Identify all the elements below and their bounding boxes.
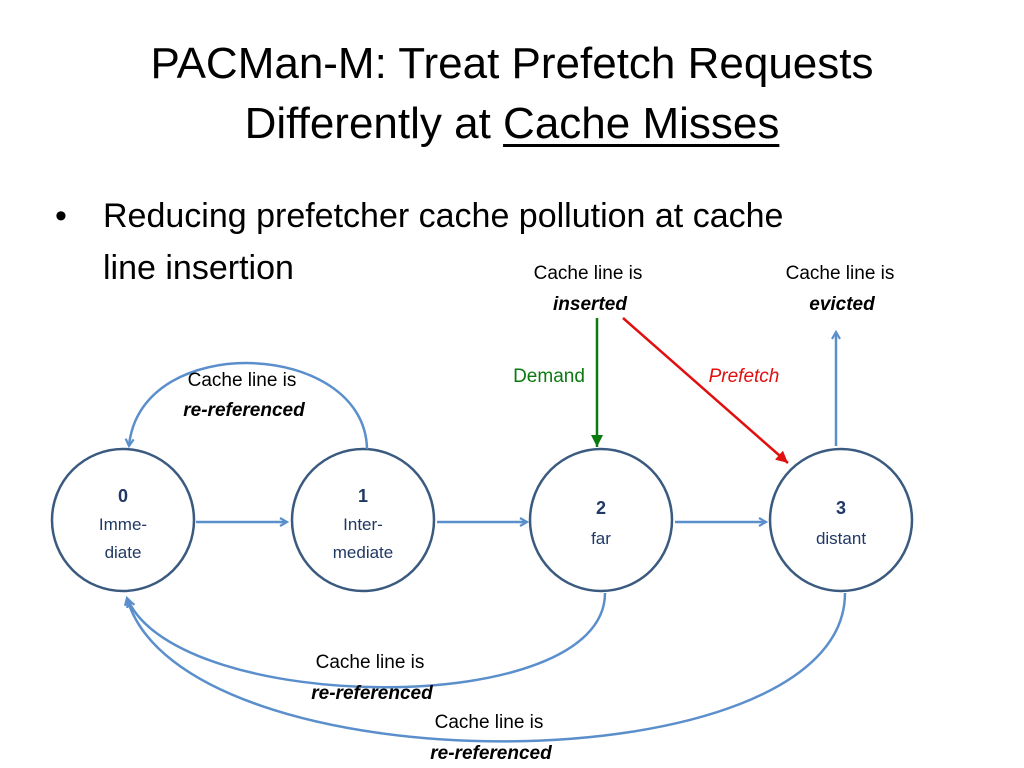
state-3: 3 distant <box>768 447 914 593</box>
state-0-label-line-1: Imme- <box>99 515 147 534</box>
label-prefetch: Prefetch <box>709 366 780 387</box>
label-evicted-line-1: Cache line is <box>786 263 895 284</box>
label-reref-top-line-1: Cache line is <box>188 370 297 391</box>
title-underlined-term: Cache Misses <box>503 99 780 148</box>
label-reref-mid-line-1: Cache line is <box>316 652 425 673</box>
state-3-label-line-1: distant <box>816 529 866 548</box>
arrow-prefetch-insert <box>622 317 789 464</box>
label-reref-bottom: Cache line is re-referenced <box>430 712 552 764</box>
state-2-id: 2 <box>596 498 606 518</box>
arrow-1-to-0-reref <box>129 361 369 450</box>
bullet-text-line-1: Reducing prefetcher cache pollution at c… <box>103 197 784 235</box>
state-2: 2 far <box>528 447 674 593</box>
label-inserted-line-2: inserted <box>553 294 627 315</box>
state-0-circle <box>50 447 196 593</box>
title-line-2: Differently at Cache Misses <box>0 94 1024 154</box>
label-reref-bottom-line-1: Cache line is <box>435 712 544 733</box>
state-1-circle <box>290 447 436 593</box>
bullet-text: Reducing prefetcher cache pollution at c… <box>103 190 943 294</box>
label-evicted-line-2: evicted <box>809 294 875 315</box>
state-0-label-line-2: diate <box>105 543 142 562</box>
state-2-label-line-1: far <box>591 529 611 548</box>
state-3-circle <box>768 447 914 593</box>
state-1-label-line-1: Inter- <box>343 515 383 534</box>
label-reref-bottom-line-2: re-referenced <box>430 743 552 764</box>
label-reref-mid-line-2: re-referenced <box>311 683 433 704</box>
label-demand: Demand <box>513 366 585 387</box>
state-0: 0 Imme- diate <box>50 447 196 593</box>
label-evicted: Cache line is evicted <box>786 263 895 315</box>
title-line-2-prefix: Differently at <box>244 99 504 148</box>
state-1-id: 1 <box>358 486 368 506</box>
title-line-1: PACMan-M: Treat Prefetch Requests <box>150 39 874 88</box>
state-3-id: 3 <box>836 498 846 518</box>
label-inserted: Cache line is inserted <box>534 263 643 315</box>
arrow-2-to-0-reref <box>128 592 607 689</box>
bullet-marker: • <box>55 197 67 235</box>
label-reref-top-line-2: re-referenced <box>183 400 305 421</box>
bullet-text-line-2: line insertion <box>103 249 294 287</box>
state-1: 1 Inter- mediate <box>290 447 436 593</box>
label-reref-top: Cache line is re-referenced <box>183 370 305 421</box>
state-1-label-line-2: mediate <box>333 543 393 562</box>
state-2-circle <box>528 447 674 593</box>
label-inserted-line-1: Cache line is <box>534 263 643 284</box>
arrow-3-to-0-reref <box>127 592 847 743</box>
slide-title: PACMan-M: Treat Prefetch Requests Differ… <box>0 34 1024 154</box>
state-0-id: 0 <box>118 486 128 506</box>
label-reref-mid: Cache line is re-referenced <box>311 652 433 704</box>
